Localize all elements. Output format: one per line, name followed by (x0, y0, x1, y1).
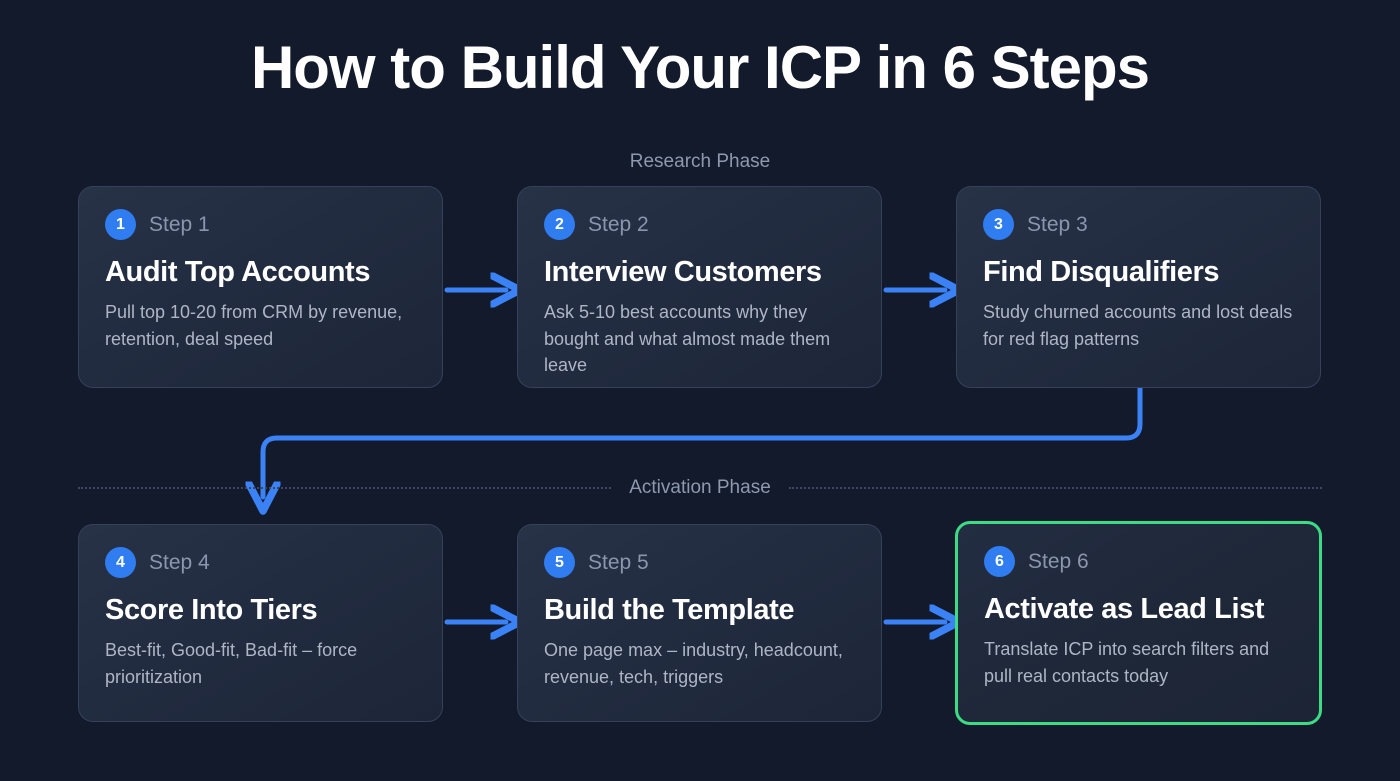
divider-dots-right (788, 487, 1322, 489)
step-number-badge-4: 4 (105, 547, 136, 578)
step-description-5: One page max – industry, headcount, reve… (544, 640, 843, 687)
step-number-badge-1: 1 (105, 209, 136, 240)
step-title-5: Build the Template (544, 594, 795, 626)
step-card-1[interactable]: 1 Step 1 Audit Top Accounts Pull top 10-… (78, 186, 443, 388)
phase-label-research: Research Phase (629, 151, 771, 172)
step-number-badge-2: 2 (544, 209, 575, 240)
step-card-6[interactable]: 6 Step 6 Activate as Lead List Translate… (955, 521, 1322, 725)
step-description-4: Best-fit, Good-fit, Bad-fit – force prio… (105, 640, 358, 687)
step-label-1: Step 1 (149, 212, 210, 236)
step-card-2-header: 2 Step 2 (544, 209, 855, 240)
step-card-1-header: 1 Step 1 (105, 209, 416, 240)
step-number-badge-6: 6 (984, 546, 1015, 577)
step-card-5-header: 5 Step 5 (544, 547, 855, 578)
step-card-2[interactable]: 2 Step 2 Interview Customers Ask 5-10 be… (517, 186, 882, 388)
step-number-badge-3: 3 (983, 209, 1014, 240)
step-title-3: Find Disqualifiers (983, 256, 1220, 288)
step-card-3-header: 3 Step 3 (983, 209, 1294, 240)
step-title-6: Activate as Lead List (984, 593, 1265, 625)
step-number-badge-5: 5 (544, 547, 575, 578)
step-description-1: Pull top 10-20 from CRM by revenue, rete… (105, 302, 403, 349)
step-title-2: Interview Customers (544, 256, 822, 288)
step-description-2: Ask 5-10 best accounts why they bought a… (544, 302, 831, 375)
step-card-6-header: 6 Step 6 (984, 546, 1293, 577)
step-card-5[interactable]: 5 Step 5 Build the Template One page max… (517, 524, 882, 722)
step-label-3: Step 3 (1027, 212, 1088, 236)
divider-dots-left (78, 487, 612, 489)
step-label-6: Step 6 (1028, 549, 1089, 573)
step-title-4: Score Into Tiers (105, 594, 318, 626)
phase-label-activation: Activation Phase (629, 477, 771, 498)
step-title-1: Audit Top Accounts (105, 256, 371, 288)
step-label-5: Step 5 (588, 550, 649, 574)
step-label-4: Step 4 (149, 550, 210, 574)
step-description-3: Study churned accounts and lost deals fo… (983, 302, 1293, 349)
page-title: How to Build Your ICP in 6 Steps (250, 34, 1150, 101)
step-card-3[interactable]: 3 Step 3 Find Disqualifiers Study churne… (956, 186, 1321, 388)
step-description-6: Translate ICP into search filters and pu… (984, 639, 1270, 686)
phase-divider-activation: Activation Phase (78, 476, 1322, 500)
step-card-4-header: 4 Step 4 (105, 547, 416, 578)
step-card-4[interactable]: 4 Step 4 Score Into Tiers Best-fit, Good… (78, 524, 443, 722)
step-label-2: Step 2 (588, 212, 649, 236)
